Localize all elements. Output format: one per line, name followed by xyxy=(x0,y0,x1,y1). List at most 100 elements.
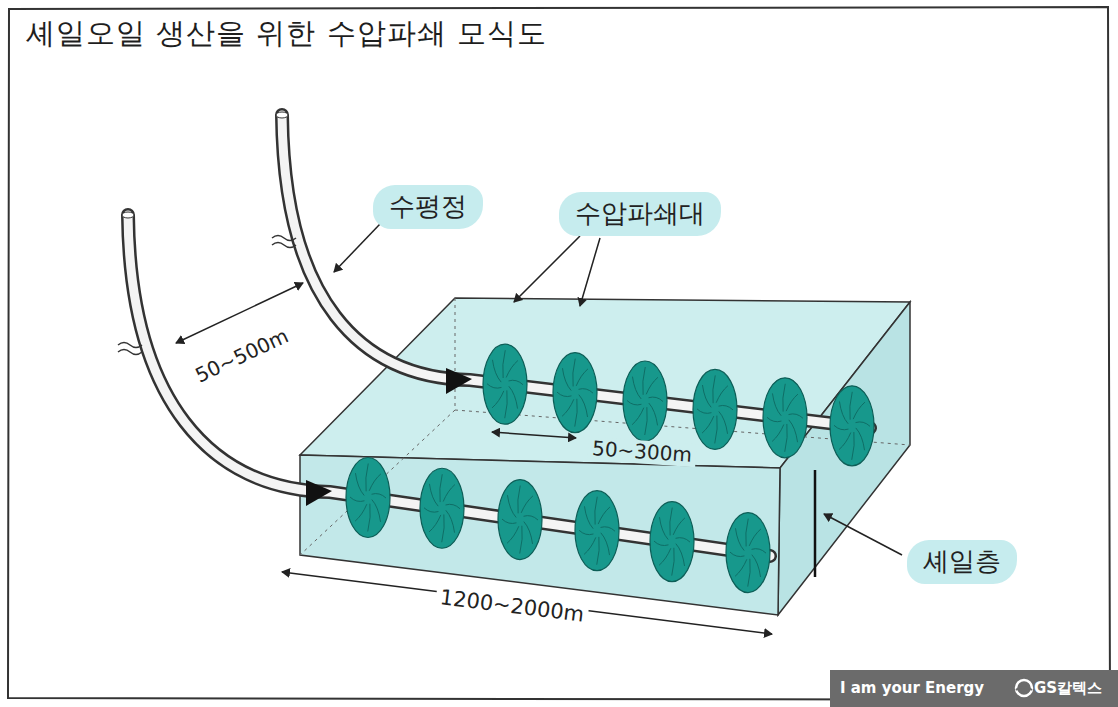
leader-line xyxy=(334,224,380,272)
fracture-crack xyxy=(524,522,533,544)
fracture-crack xyxy=(573,359,576,387)
dimension-arrow xyxy=(282,572,772,634)
fracture-crack xyxy=(595,497,598,525)
pipe-end xyxy=(276,112,288,118)
fracture-crack xyxy=(520,526,523,554)
fracture-crack xyxy=(509,386,518,408)
perforation-mark xyxy=(446,368,472,394)
fracture-crack xyxy=(505,390,508,418)
fracture-crack xyxy=(676,544,685,566)
fracture-crack xyxy=(673,518,685,535)
watermark-text: GS칼텍스 xyxy=(1034,680,1102,697)
fracture-crack xyxy=(627,401,641,405)
fracture-crack xyxy=(850,392,853,420)
fracture-disc xyxy=(726,513,770,593)
fracture-crack xyxy=(372,500,381,522)
fracture-crack xyxy=(440,474,443,502)
fracture-crack xyxy=(646,377,658,394)
fracture-crack xyxy=(697,409,711,413)
fracture-crack xyxy=(719,405,733,409)
fracture-crack xyxy=(702,385,711,407)
callout-bubble: 수평정 xyxy=(373,185,483,228)
fracture-crack xyxy=(789,414,803,418)
fracture-crack xyxy=(783,384,786,412)
fracture-crack xyxy=(772,424,784,441)
fracture-crack xyxy=(368,504,371,532)
fracture-crack xyxy=(372,494,386,498)
fracture-crack xyxy=(429,484,438,506)
fracture-crack xyxy=(597,537,600,565)
fracture-crack xyxy=(839,433,851,450)
shale-front-face xyxy=(300,455,780,615)
watermark-text: I am your Energy xyxy=(840,680,984,697)
leader-line xyxy=(580,238,600,306)
dimension-label: 50~500m xyxy=(188,323,295,389)
fracture-crack xyxy=(601,527,615,531)
fracture-crack xyxy=(492,391,504,408)
watermark-bar xyxy=(830,670,1118,707)
fracture-disc xyxy=(498,480,542,560)
fracture-crack xyxy=(702,416,714,433)
fracture-crack xyxy=(654,541,668,545)
fracture-disc xyxy=(420,468,464,548)
fracture-crack xyxy=(659,517,668,539)
callout-bubble: 수압파쇄대 xyxy=(559,192,721,235)
dimension-arrow xyxy=(492,432,576,438)
fracture-crack xyxy=(446,510,455,532)
fracture-crack xyxy=(579,389,593,393)
fracture-zone-row xyxy=(346,458,770,593)
fracture-disc xyxy=(346,458,390,538)
fracture-crack xyxy=(598,507,610,524)
fracture-disc xyxy=(830,386,874,466)
fracture-crack xyxy=(584,506,593,528)
fracture-crack xyxy=(752,555,761,577)
fracture-crack xyxy=(562,368,571,390)
fracture-crack xyxy=(487,384,501,388)
fracture-crack xyxy=(834,425,848,429)
fracture-crack xyxy=(786,394,798,411)
fracture-crack xyxy=(839,401,848,423)
fracture-crack xyxy=(429,515,441,532)
diagram-title: 셰일오일 생산을 위한 수압파쇄 모식도 xyxy=(26,14,547,54)
fracture-crack xyxy=(785,424,788,452)
callout-text: 수평정 xyxy=(389,191,467,221)
fracture-crack xyxy=(713,375,716,403)
fracture-crack xyxy=(503,350,506,378)
fracture-crack xyxy=(670,508,673,536)
fracture-crack xyxy=(492,360,501,382)
frame xyxy=(8,7,1110,700)
fracture-crack xyxy=(502,519,516,523)
fracture-crack xyxy=(767,417,781,421)
fracture-crack xyxy=(715,416,718,444)
fracture-crack xyxy=(576,369,588,386)
fracture-crack xyxy=(645,407,648,435)
fracture-crack xyxy=(509,380,523,384)
fracture-crack xyxy=(424,508,438,512)
fracture-crack xyxy=(772,393,781,415)
fracture-crack xyxy=(659,548,671,565)
fracture-crack xyxy=(852,432,855,460)
leader-line xyxy=(824,514,902,555)
fracture-disc xyxy=(483,344,527,424)
fracture-crack xyxy=(350,497,364,501)
fracture-crack xyxy=(649,403,658,425)
fracture-crack xyxy=(506,361,518,378)
dimension-label: 50~300m xyxy=(587,437,696,467)
fracture-disc xyxy=(575,491,619,571)
fracture-crack xyxy=(557,392,571,396)
fracture-crack xyxy=(507,495,516,517)
fracture-disc xyxy=(763,378,807,458)
logo-mark xyxy=(1016,680,1032,696)
fracture-crack xyxy=(752,549,766,553)
fracture-crack xyxy=(579,530,593,534)
callout-bubble: 셰일층 xyxy=(907,540,1017,583)
fracture-disc xyxy=(553,353,597,433)
fracture-crack xyxy=(735,528,744,550)
fracture-crack xyxy=(507,526,519,543)
fracture-crack xyxy=(601,533,610,555)
hidden-edge xyxy=(455,298,456,410)
fracture-crack xyxy=(442,514,445,542)
fracture-crack xyxy=(735,559,747,576)
fracture-crack xyxy=(856,422,870,426)
fracture-crack xyxy=(748,559,751,587)
